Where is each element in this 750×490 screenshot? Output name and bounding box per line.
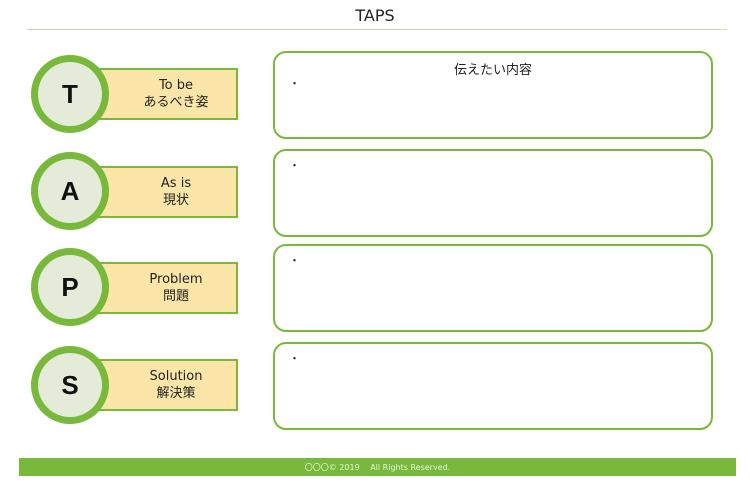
bullet-point: ・ [289, 159, 300, 172]
content-box-solution: ・ [273, 342, 713, 430]
label-box-to-be: To be あるべき姿 [96, 68, 238, 120]
letter-circle-t: T [31, 55, 109, 133]
page-title: TAPS [355, 6, 395, 25]
letter-a: A [38, 159, 102, 223]
label-box-as-is: As is 現状 [96, 166, 238, 218]
content-heading: 伝えたい内容 [453, 63, 532, 78]
label-ja: 解決策 [156, 386, 196, 401]
letter-t: T [38, 62, 102, 126]
bullet-point: ・ [289, 352, 300, 365]
content-box-problem: ・ [273, 244, 713, 332]
label-en: Solution [149, 369, 203, 384]
bullet-point: ・ [289, 77, 300, 90]
label-en: Problem [149, 272, 203, 287]
label-en: To be [158, 78, 194, 93]
bullet-point: ・ [289, 254, 300, 267]
label-en: As is [160, 176, 192, 191]
label-box-problem: Problem 問題 [96, 262, 238, 314]
title-divider [27, 29, 727, 30]
row-to-be: To be あるべき姿 T 伝えたい内容 ・ [0, 50, 750, 142]
label-ja: あるべき姿 [143, 95, 209, 110]
footer-bar: 〇〇〇© 2019 All Rights Reserved. [19, 458, 736, 476]
row-solution: Solution 解決策 S ・ [0, 342, 750, 434]
row-problem: Problem 問題 P ・ [0, 244, 750, 336]
label-ja: 現状 [162, 193, 189, 208]
content-box-to-be: 伝えたい内容 ・ [273, 51, 713, 139]
label-ja: 問題 [162, 289, 189, 304]
footer-copyright: 〇〇〇© 2019 All Rights Reserved. [304, 462, 451, 472]
letter-circle-p: P [31, 248, 109, 326]
content-box-as-is: ・ [273, 149, 713, 237]
letter-p: P [38, 255, 102, 319]
letter-s: S [38, 353, 102, 417]
label-box-solution: Solution 解決策 [96, 359, 238, 411]
letter-circle-s: S [31, 346, 109, 424]
letter-circle-a: A [31, 152, 109, 230]
row-as-is: As is 現状 A ・ [0, 148, 750, 240]
